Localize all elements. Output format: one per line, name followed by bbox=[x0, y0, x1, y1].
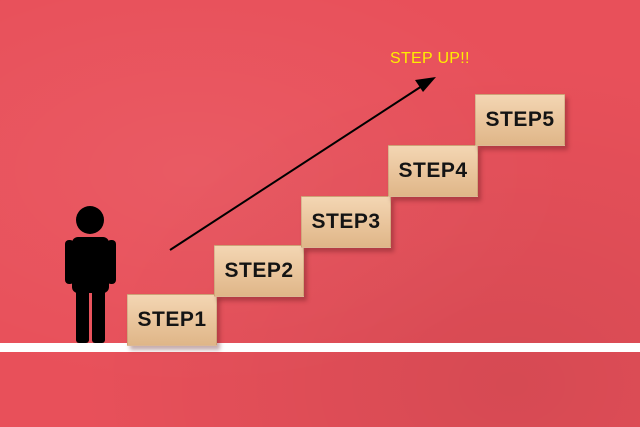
step-block-1: STEP1 bbox=[127, 294, 217, 346]
step-up-caption: STEP UP!! bbox=[390, 50, 470, 67]
step-block-2: STEP2 bbox=[214, 245, 304, 297]
step-label-1: STEP1 bbox=[137, 308, 207, 331]
step-block-3: STEP3 bbox=[301, 196, 391, 248]
floor-line bbox=[0, 343, 640, 352]
step-label-4: STEP4 bbox=[398, 159, 468, 182]
step-label-3: STEP3 bbox=[311, 210, 381, 233]
step-block-5: STEP5 bbox=[475, 94, 565, 146]
person-icon bbox=[65, 206, 116, 343]
step-block-4: STEP4 bbox=[388, 145, 478, 197]
step-label-5: STEP5 bbox=[485, 108, 555, 131]
step-label-2: STEP2 bbox=[224, 259, 294, 282]
arrow-up-right-icon bbox=[169, 77, 436, 251]
